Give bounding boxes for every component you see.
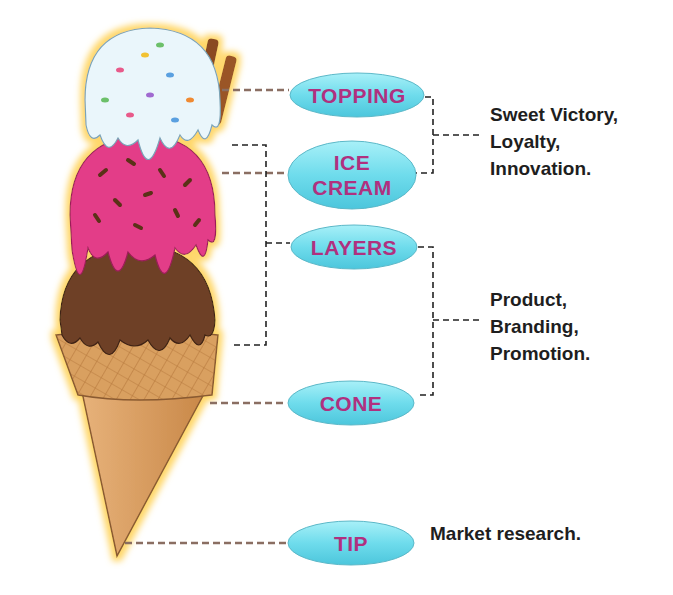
node-label: ICE CREAM: [309, 150, 395, 200]
node-label: LAYERS: [311, 235, 397, 260]
ellipse-node: TIP: [287, 520, 415, 566]
ice-cream: [56, 28, 237, 556]
side-label: Sweet Victory, Loyalty, Innovation.: [490, 101, 650, 182]
brackets: [230, 97, 482, 395]
ellipse-node: CONE: [287, 380, 415, 426]
node-label: CONE: [320, 391, 383, 416]
side-label: Market research.: [430, 520, 660, 547]
ellipse-node: TOPPING: [289, 72, 425, 118]
node-label: TOPPING: [308, 83, 406, 108]
side-label: Product, Branding, Promotion.: [490, 286, 650, 367]
node-label: TIP: [334, 531, 368, 556]
ellipse-node: ICE CREAM: [287, 140, 417, 210]
ellipse-node: LAYERS: [290, 224, 418, 270]
leader-lines: [125, 90, 289, 543]
ellipse-shape: [287, 140, 417, 210]
